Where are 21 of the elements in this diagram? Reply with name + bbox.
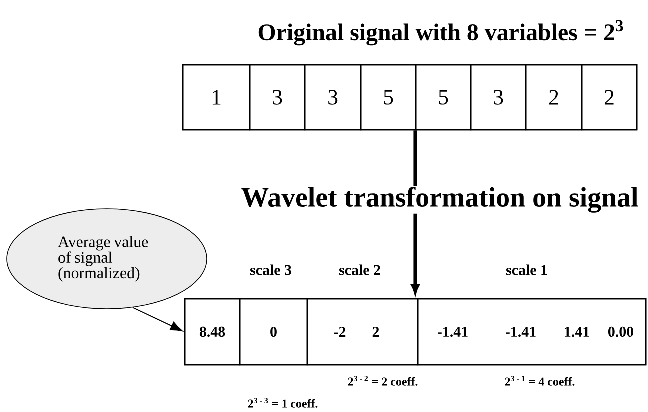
arrow — [132, 307, 183, 332]
coefficient-label: 2$^{3 - 3}$ = 1 coeff. — [248, 398, 318, 408]
signal-cell: -1.41 -1.41 1.41 0.00 — [417, 298, 647, 366]
heading: Original signal with 8 variables = 2$^{3}$ — [258, 20, 624, 46]
signal-cell: 8.48 — [184, 298, 241, 366]
signal-cell: 5 — [360, 64, 417, 131]
signal-cell: 2 — [581, 64, 638, 131]
signal-cell: 1 — [182, 64, 251, 131]
signal-cell: 3 — [470, 64, 527, 131]
coefficient-label: 2$^{3 - 2}$ = 2 coeff. — [348, 376, 418, 386]
signal-cell: 3 — [249, 64, 306, 131]
heading: Wavelet transformation on signal — [242, 187, 638, 213]
coefficient-label: 2$^{3 - 1}$ = 4 coeff. — [505, 376, 575, 386]
signal-cell: 2 — [525, 64, 583, 131]
scale-label: scale 2 — [340, 264, 380, 276]
signal-cell: -2 2 — [306, 298, 419, 366]
signal-cell: 3 — [304, 64, 362, 131]
scale-label: scale 3 — [250, 264, 292, 276]
signal-cell: 5 — [415, 64, 472, 131]
signal-cell: 0 — [239, 298, 308, 366]
scale-label: scale 1 — [506, 264, 548, 276]
